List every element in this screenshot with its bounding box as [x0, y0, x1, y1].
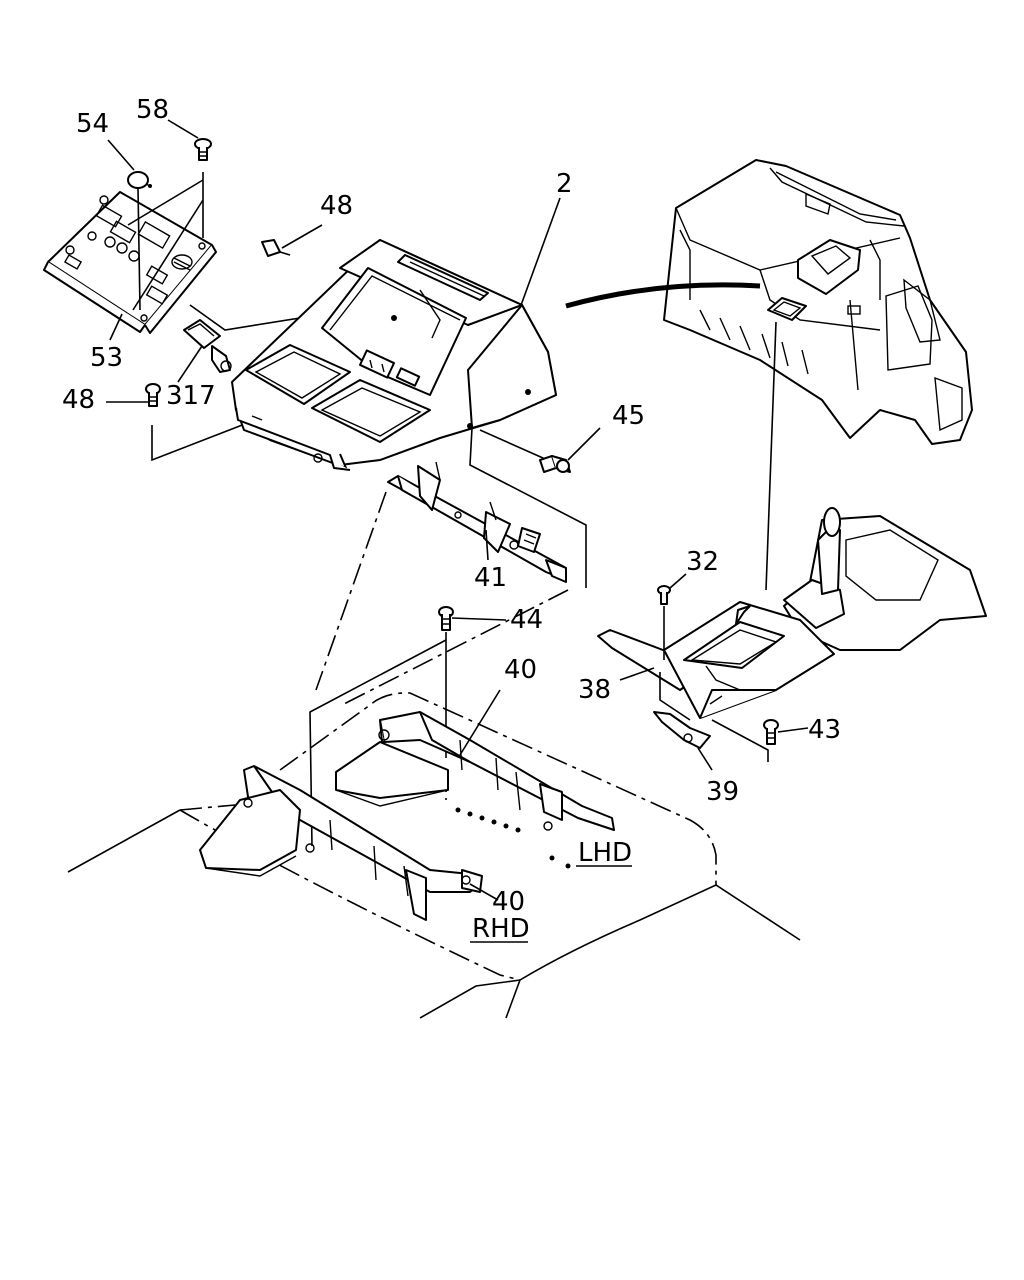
callout-317: 317 [166, 381, 216, 411]
screw-48-left[interactable] [145, 383, 161, 407]
plug-54[interactable] [127, 171, 152, 189]
panel-leader-lines [127, 172, 351, 462]
bracket-41[interactable] [387, 461, 567, 583]
connector-317[interactable] [183, 319, 232, 373]
bolt-44[interactable] [438, 606, 454, 631]
leader-40-top [459, 689, 501, 756]
tray-38[interactable] [597, 601, 835, 719]
shifter-console-view [783, 507, 987, 651]
callout-45: 45 [612, 401, 645, 431]
callout-38: 38 [578, 675, 611, 705]
lhd-label: LHD [578, 838, 632, 868]
callout-39: 39 [706, 777, 739, 807]
leader-41-frame [315, 491, 387, 691]
leader-41-frame-b [339, 589, 569, 707]
clip-48-top[interactable] [261, 239, 291, 257]
callout-2: 2 [556, 169, 573, 199]
leader-39-43 [711, 719, 769, 762]
callout-40-top: 40 [504, 655, 537, 685]
callout-numbers: 54 58 48 2 53 48 317 45 41 32 44 40 38 4… [62, 95, 841, 917]
frame-40-rhd[interactable] [199, 765, 483, 921]
bracket-39[interactable] [653, 711, 711, 749]
screw-58[interactable] [194, 138, 212, 161]
truck-cab-view [565, 159, 973, 591]
callout-48-left: 48 [62, 385, 95, 415]
callout-53: 53 [90, 343, 123, 373]
callout-58: 58 [136, 95, 169, 125]
callout-41: 41 [474, 563, 507, 593]
leader-38-39 [659, 672, 691, 721]
callout-40-bottom: 40 [492, 887, 525, 917]
callout-48-top: 48 [320, 191, 353, 221]
screw-32[interactable] [657, 585, 671, 605]
leader-45 [469, 427, 587, 588]
variant-labels: LHD RHD [470, 838, 632, 944]
callout-43: 43 [808, 715, 841, 745]
bolt-45[interactable] [539, 455, 571, 473]
callout-32: 32 [686, 547, 719, 577]
screw-43[interactable] [763, 719, 779, 745]
center-console-2[interactable] [231, 239, 557, 471]
leader-45-b [479, 429, 553, 463]
frame-40-lhd[interactable] [335, 711, 615, 869]
callout-leaders [106, 119, 809, 901]
callout-54: 54 [76, 109, 109, 139]
callout-44: 44 [510, 605, 543, 635]
switch-panel-53[interactable] [43, 191, 217, 334]
rhd-label: RHD [472, 914, 530, 944]
